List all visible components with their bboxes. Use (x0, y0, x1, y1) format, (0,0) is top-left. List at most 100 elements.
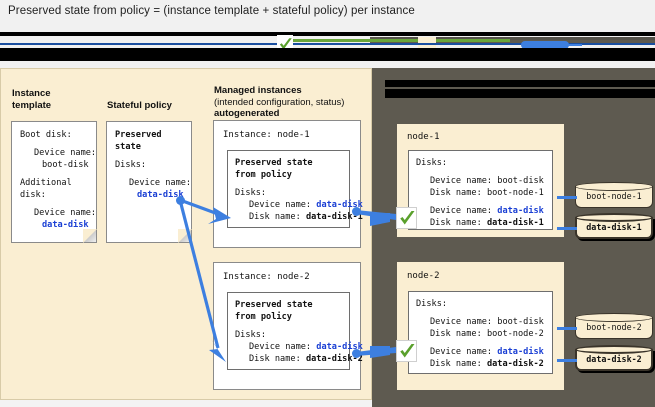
disk-cylinder-data-disk-1: data-disk-1 (575, 213, 653, 239)
mi2-disk-name-value: data-disk-2 (305, 354, 363, 364)
disk-cylinder-top-icon (575, 345, 653, 354)
disk-cylinder-data-disk-2-label: data-disk-2 (586, 354, 642, 364)
rn2-boot-device-value: boot-disk (497, 317, 544, 327)
it-line-boot-disk: Boot disk: (20, 130, 72, 140)
running-node-1-label: node-1 (407, 132, 440, 142)
rn1-disks-label: Disks: (416, 158, 448, 168)
page-fold-icon (83, 229, 97, 243)
instance-template-box: Boot disk: Device name: boot-disk Additi… (11, 121, 97, 243)
rn2-boot-disk-label: Disk name: (430, 329, 482, 339)
mi2-preserved-line1: Preserved state (235, 300, 313, 310)
it-line-device-name-label-2: Device name: (34, 208, 97, 218)
it-line-boot-disk-value: boot-disk (42, 160, 89, 170)
managed-instance-node-1-title: Instance: node-1 (223, 130, 310, 140)
disk-cylinder-data-disk-2: data-disk-2 (575, 345, 653, 371)
mi1-preserved-line1: Preserved state (235, 158, 313, 168)
rn2-data-device-label: Device name: (430, 347, 493, 357)
instance-template-heading-line1: Instance (12, 88, 51, 99)
collapsed-band-blue-line (0, 43, 655, 45)
mi1-device-name-row: Device name: data-disk (235, 199, 363, 211)
rn1-boot-device-value: boot-disk (497, 176, 544, 186)
rn2-boot-device-label: Device name: (430, 317, 493, 327)
it-line-disk: disk: (20, 190, 46, 200)
rn1-boot-disk-row: Disk name: boot-node-1 (416, 187, 545, 199)
redacted-heading-bar-2 (385, 89, 655, 98)
managed-node-1-output-dot (352, 207, 361, 216)
managed-instance-node-2-preserved-state: Preserved state from policy Disks: Devic… (227, 292, 363, 370)
collapsed-band-blue-pill (521, 41, 569, 49)
mi1-preserved-line2: from policy (235, 170, 292, 180)
rn1-data-disk-label: Disk name: (430, 218, 482, 228)
connector-node2-boot-disk (557, 327, 577, 330)
managed-instances-heading-line1: Managed instances (214, 85, 302, 96)
running-node-1-disks-box: Disks: Device name: boot-disk Disk name:… (408, 150, 553, 230)
managed-instance-node-1: Instance: node-1 Preserved state from po… (213, 120, 363, 248)
policy-source-dot (176, 196, 185, 205)
running-node-1-container: node-1 Disks: Device name: boot-disk Dis… (397, 124, 564, 237)
page-title: Preserved state from policy = (instance … (8, 5, 415, 17)
mi1-disk-name-value: data-disk-1 (305, 212, 363, 222)
rn1-boot-disk-label: Disk name: (430, 188, 482, 198)
disk-cylinder-top-icon (575, 182, 653, 191)
sp-line-device-name-label: Device name: (129, 178, 192, 188)
rn2-data-disk-row: Disk name: data-disk-2 (416, 358, 545, 370)
mi1-disk-name-label: Disk name: (249, 212, 301, 222)
connector-node1-data-disk (557, 227, 577, 230)
rn2-boot-disk-row: Disk name: boot-node-2 (416, 328, 545, 340)
collapsed-band-dark-panel (370, 37, 655, 44)
it-line-additional: Additional (20, 178, 72, 188)
rn2-disks-label: Disks: (416, 299, 448, 309)
mi2-disk-name-label: Disk name: (249, 354, 301, 364)
sp-line-data-disk-value: data-disk (137, 190, 184, 200)
mi2-device-name-label: Device name: (249, 342, 312, 352)
connector-node2-data-disk (557, 359, 577, 362)
stateful-policy-heading: Stateful policy (107, 100, 172, 111)
instance-template-heading-line2: template (12, 99, 52, 111)
rn2-data-device-value: data-disk (497, 347, 544, 357)
managed-instance-node-1-preserved-state: Preserved state from policy Disks: Devic… (227, 150, 363, 228)
check-icon (396, 340, 417, 362)
mi1-disk-name-row: Disk name: data-disk-1 (235, 211, 363, 223)
rn2-data-device-row: Device name: data-disk (416, 346, 545, 358)
rn1-boot-device-row: Device name: boot-disk (416, 175, 545, 187)
rn2-data-disk-value: data-disk-2 (486, 359, 544, 369)
mi1-device-name-value: data-disk (316, 200, 363, 210)
instance-template-heading: Instance template (12, 88, 51, 111)
running-node-2-label: node-2 (407, 271, 440, 281)
managed-node-2-output-dot (352, 349, 361, 358)
sp-line-preserved: Preserved (115, 130, 162, 140)
disk-cylinder-boot-node-2-label: boot-node-2 (586, 322, 642, 332)
rn1-data-disk-row: Disk name: data-disk-1 (416, 217, 545, 229)
managed-instances-heading: Managed instances (intended configuratio… (214, 85, 344, 120)
rn1-boot-device-label: Device name: (430, 176, 493, 186)
mi2-disk-name-row: Disk name: data-disk-2 (235, 353, 363, 365)
check-icon (396, 207, 417, 229)
mi2-preserved-line2: from policy (235, 312, 292, 322)
disk-cylinder-boot-node-2: boot-node-2 (575, 313, 653, 339)
collapsed-diagram-band (0, 31, 655, 61)
connector-node1-boot-disk (557, 196, 577, 199)
running-node-2-disks-box: Disks: Device name: boot-disk Disk name:… (408, 291, 553, 374)
mi2-device-name-value: data-disk (316, 342, 363, 352)
running-node-2-container: node-2 Disks: Device name: boot-disk Dis… (397, 262, 564, 390)
mi2-device-name-row: Device name: data-disk (235, 341, 363, 353)
panel-bottom-strip (0, 400, 372, 407)
rn2-data-disk-label: Disk name: (430, 359, 482, 369)
sp-line-state: state (115, 142, 141, 152)
disk-cylinder-boot-node-1-label: boot-node-1 (586, 191, 642, 201)
rn1-data-device-value: data-disk (497, 206, 544, 216)
stateful-policy-box: Preserved state Disks: Device name: data… (106, 121, 192, 243)
mi1-disks-label: Disks: (235, 188, 267, 198)
rn1-data-disk-value: data-disk-1 (486, 218, 544, 228)
managed-instance-node-2-title: Instance: node-2 (223, 272, 310, 282)
managed-instance-node-2: Instance: node-2 Preserved state from po… (213, 262, 363, 390)
disk-cylinder-top-icon (575, 313, 653, 322)
disk-cylinder-top-icon (575, 213, 653, 222)
mi1-device-name-label: Device name: (249, 200, 312, 210)
rn1-boot-disk-value: boot-node-1 (486, 188, 544, 198)
collapsed-band-green-line-top (290, 39, 510, 42)
rn1-data-device-label: Device name: (430, 206, 493, 216)
collapsed-band-black-bar-top (0, 32, 655, 36)
redacted-heading-bar-1 (385, 80, 655, 87)
collapsed-band-blue-tail (560, 44, 582, 46)
